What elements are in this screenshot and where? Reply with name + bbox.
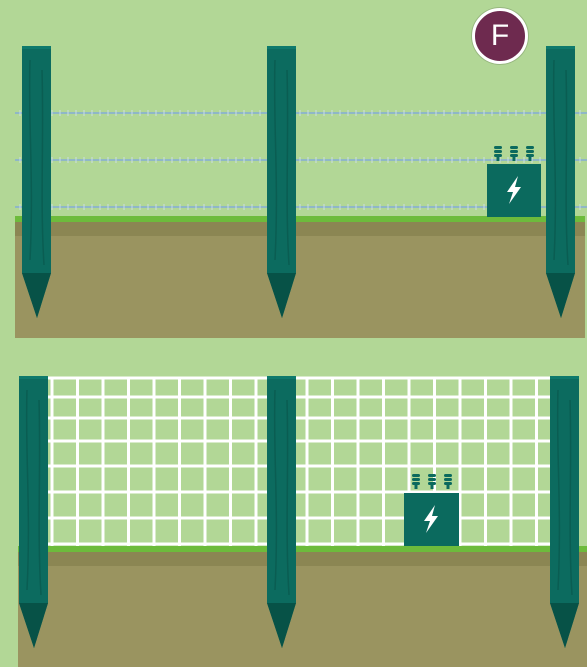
energizer-box	[487, 146, 541, 217]
fence-post	[550, 376, 579, 648]
wire-fence-panel	[15, 46, 587, 338]
fence-post	[19, 376, 48, 648]
mesh-fence-panel	[18, 376, 587, 667]
fence-post	[546, 46, 575, 318]
fence-post	[22, 46, 51, 318]
panel-letter-badge: F	[472, 8, 528, 64]
mesh-netting	[48, 378, 550, 546]
ground-shadow	[15, 222, 585, 236]
fence-post	[267, 376, 296, 648]
fence-post	[267, 46, 296, 318]
grass-line	[18, 546, 587, 552]
energizer-box	[404, 474, 459, 546]
ground-shadow	[18, 552, 587, 566]
